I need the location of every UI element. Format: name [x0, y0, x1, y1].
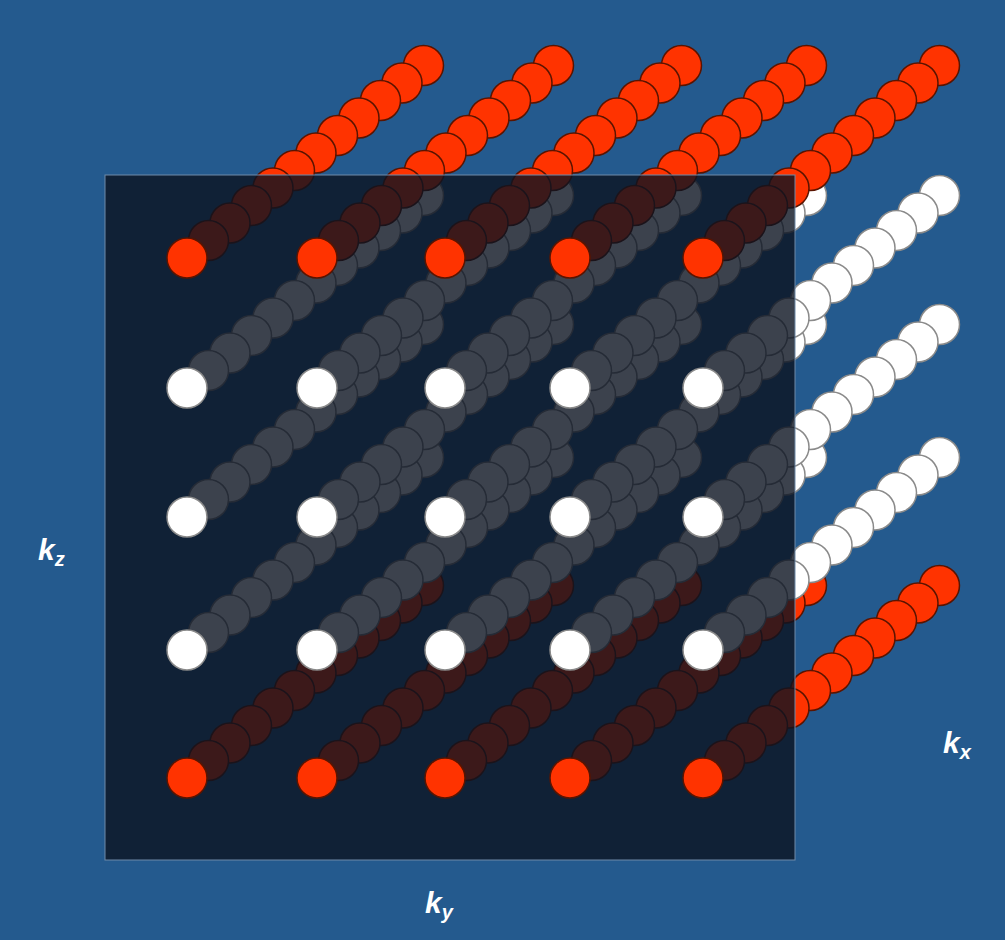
- sampled-point: [425, 758, 465, 798]
- unsampled-point: [425, 368, 465, 408]
- sampled-point: [167, 758, 207, 798]
- unsampled-point: [683, 368, 723, 408]
- unsampled-point: [550, 497, 590, 537]
- unsampled-point: [167, 497, 207, 537]
- axis-label: kz: [38, 535, 65, 569]
- slice-plane: [105, 175, 795, 860]
- unsampled-point: [425, 630, 465, 670]
- sampled-point: [683, 238, 723, 278]
- axis-label: kx: [943, 728, 971, 762]
- sampled-point: [297, 238, 337, 278]
- front-samples: [167, 238, 723, 798]
- sampled-point: [550, 238, 590, 278]
- sampled-point: [297, 758, 337, 798]
- sampled-point: [550, 758, 590, 798]
- unsampled-point: [167, 368, 207, 408]
- unsampled-point: [167, 630, 207, 670]
- unsampled-point: [297, 630, 337, 670]
- axis-label: ky: [425, 888, 453, 922]
- unsampled-point: [683, 497, 723, 537]
- unsampled-point: [425, 497, 465, 537]
- sampled-point: [167, 238, 207, 278]
- sampled-point: [425, 238, 465, 278]
- sampled-point: [683, 758, 723, 798]
- unsampled-point: [297, 497, 337, 537]
- unsampled-point: [550, 630, 590, 670]
- unsampled-point: [683, 630, 723, 670]
- unsampled-point: [297, 368, 337, 408]
- unsampled-point: [550, 368, 590, 408]
